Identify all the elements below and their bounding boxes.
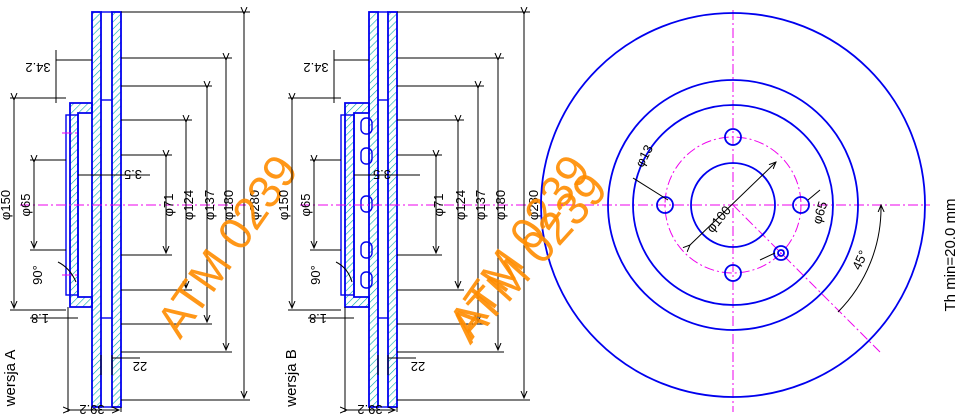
locator-hole-inner [777,249,785,257]
dim-150-b: φ150 [276,190,291,220]
bolt-hole-right [792,196,810,214]
dim-angle-b: 90° [308,265,323,285]
outer-rim [540,12,926,398]
hat-ring [632,104,834,306]
dim-angle-a: 90° [30,265,45,285]
dim-width-b: 39.2 [357,402,382,417]
dim-150-a: φ150 [0,190,13,220]
front-labels: φ13 φ100 φ65 45° [632,142,871,272]
dimension-labels-a: φ280 φ180 φ137 φ124 φ71 φ150 φ65 34.2 3.… [0,60,262,417]
dimension-lines-b [288,12,530,412]
center-dim: φ65 [809,199,830,225]
dim-180-b: φ180 [493,190,508,220]
dim-offset-a: 34.2 [25,60,50,75]
dim-lip-a: 1.8 [31,311,49,326]
front-dimension-lines [632,162,881,313]
dim-71-a: φ71 [161,194,176,217]
dim-65-a: φ65 [18,194,33,217]
dim-280-b: φ280 [526,190,541,220]
bolt-hole-left [656,196,674,214]
dim-124-b: φ124 [453,190,468,220]
dim-offset-b: 34.2 [303,60,328,75]
section-view-a: φ280 φ180 φ137 φ124 φ71 φ150 φ65 34.2 3.… [0,12,308,417]
centerlines-a [20,132,250,276]
bolt-hole-top [724,128,742,146]
dim-180-a: φ180 [221,190,236,220]
dim-280-a: φ280 [247,190,262,220]
dim-71-b: φ71 [431,194,446,217]
dim-thickness-a: 22 [133,359,147,374]
dim-hub-b: 3.5 [373,167,391,182]
disc-wall-outer-b [344,11,398,408]
dim-thickness-b: 22 [411,359,425,374]
dimension-lines-a [10,12,250,412]
min-thickness-spec: Th min=20.0 mm [942,199,959,312]
dimension-labels-b: φ280 φ180 φ137 φ124 φ71 φ150 φ65 34.2 3.… [276,60,541,417]
version-a-label: wersja A [2,350,19,408]
watermark-a: ATM 0239 [146,145,308,346]
dim-137-b: φ137 [473,190,488,220]
dim-width-a: 39.2 [79,402,104,417]
dim-137-a: φ137 [202,190,217,220]
dim-lip-b: 1.8 [309,311,327,326]
bolt-hole-bottom [724,264,742,282]
version-b-label: wersja B [283,349,300,408]
dim-65-b: φ65 [298,194,313,217]
friction-inner-ring [607,79,859,331]
dim-124-a: φ124 [181,190,196,220]
front-centerlines [548,10,930,412]
dim-hub-a: 3.5 [124,167,142,182]
